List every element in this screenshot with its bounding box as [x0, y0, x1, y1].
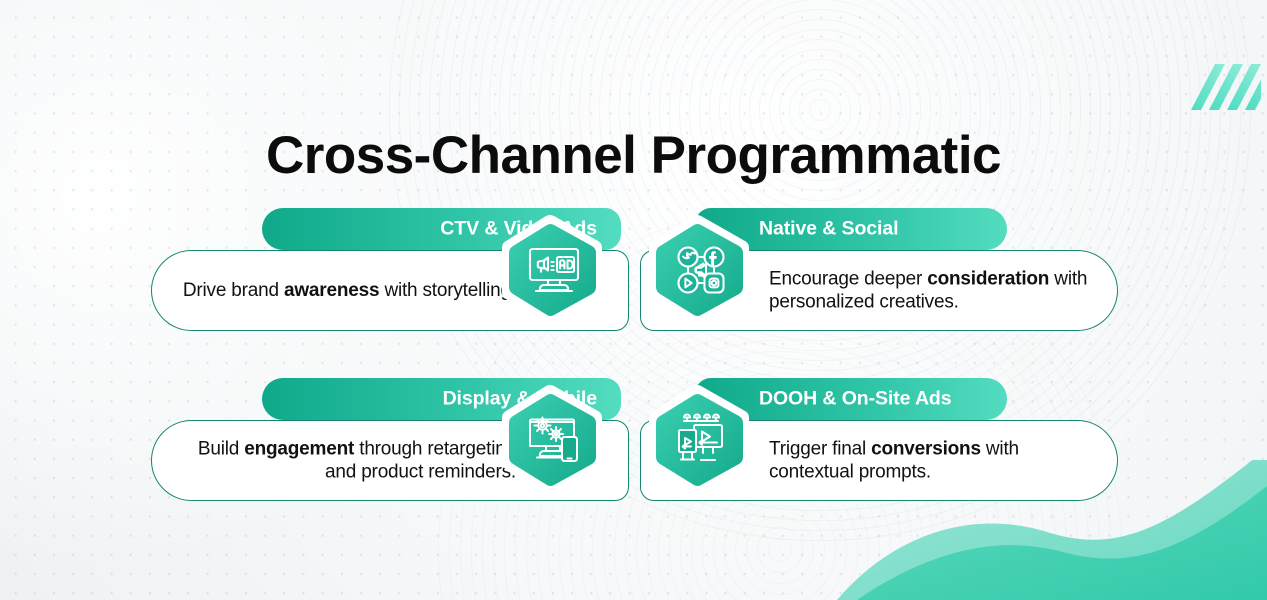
card-body-text: Build engagement through retargeting and… [162, 437, 516, 485]
body-prefix: Build [197, 437, 245, 459]
body-bold: consideration [927, 267, 1050, 289]
body-suffix: with personalized creatives. [769, 267, 1088, 313]
card-heading: Native & Social [759, 217, 899, 240]
card-body-text: Encourage deeper consideration with pers… [769, 267, 1099, 315]
diagonal-stripes-icon [1191, 64, 1261, 110]
billboard-screens-play-icon [678, 413, 723, 461]
card-ctv-video-ads[interactable]: CTV & Video Ads Drive brand awareness wi… [143, 200, 629, 340]
body-prefix: Drive brand [182, 279, 284, 301]
hexagon-badge [509, 394, 596, 486]
card-header-pill: Native & Social [695, 208, 1007, 250]
body-prefix: Trigger final [769, 437, 872, 459]
body-prefix: Encourage deeper [769, 267, 928, 289]
card-dooh-onsite-ads[interactable]: DOOH & On-Site Ads Trigger final convers… [640, 370, 1126, 510]
monitor-megaphone-ad-icon [528, 247, 580, 293]
card-body-text: Trigger final conversions with contextua… [769, 437, 1099, 485]
card-native-social[interactable]: Native & Social Encourage deeper conside… [640, 200, 1126, 340]
social-network-megaphone-icon [677, 246, 725, 294]
body-bold: conversions [871, 437, 981, 459]
hexagon-badge [656, 394, 743, 486]
card-display-mobile[interactable]: Display & Mobile Build engagement throug… [143, 370, 629, 510]
body-bold: awareness [283, 279, 380, 301]
monitor-mobile-gears-icon [529, 416, 578, 462]
body-bold: engagement [244, 437, 355, 459]
card-heading: DOOH & On-Site Ads [759, 387, 952, 410]
body-suffix: through retargeting and product reminder… [325, 437, 516, 483]
card-body-text: Drive brand awareness with storytelling. [162, 279, 516, 303]
body-suffix: with storytelling. [379, 279, 516, 301]
page-title: Cross-Channel Programmatic [265, 125, 1002, 185]
